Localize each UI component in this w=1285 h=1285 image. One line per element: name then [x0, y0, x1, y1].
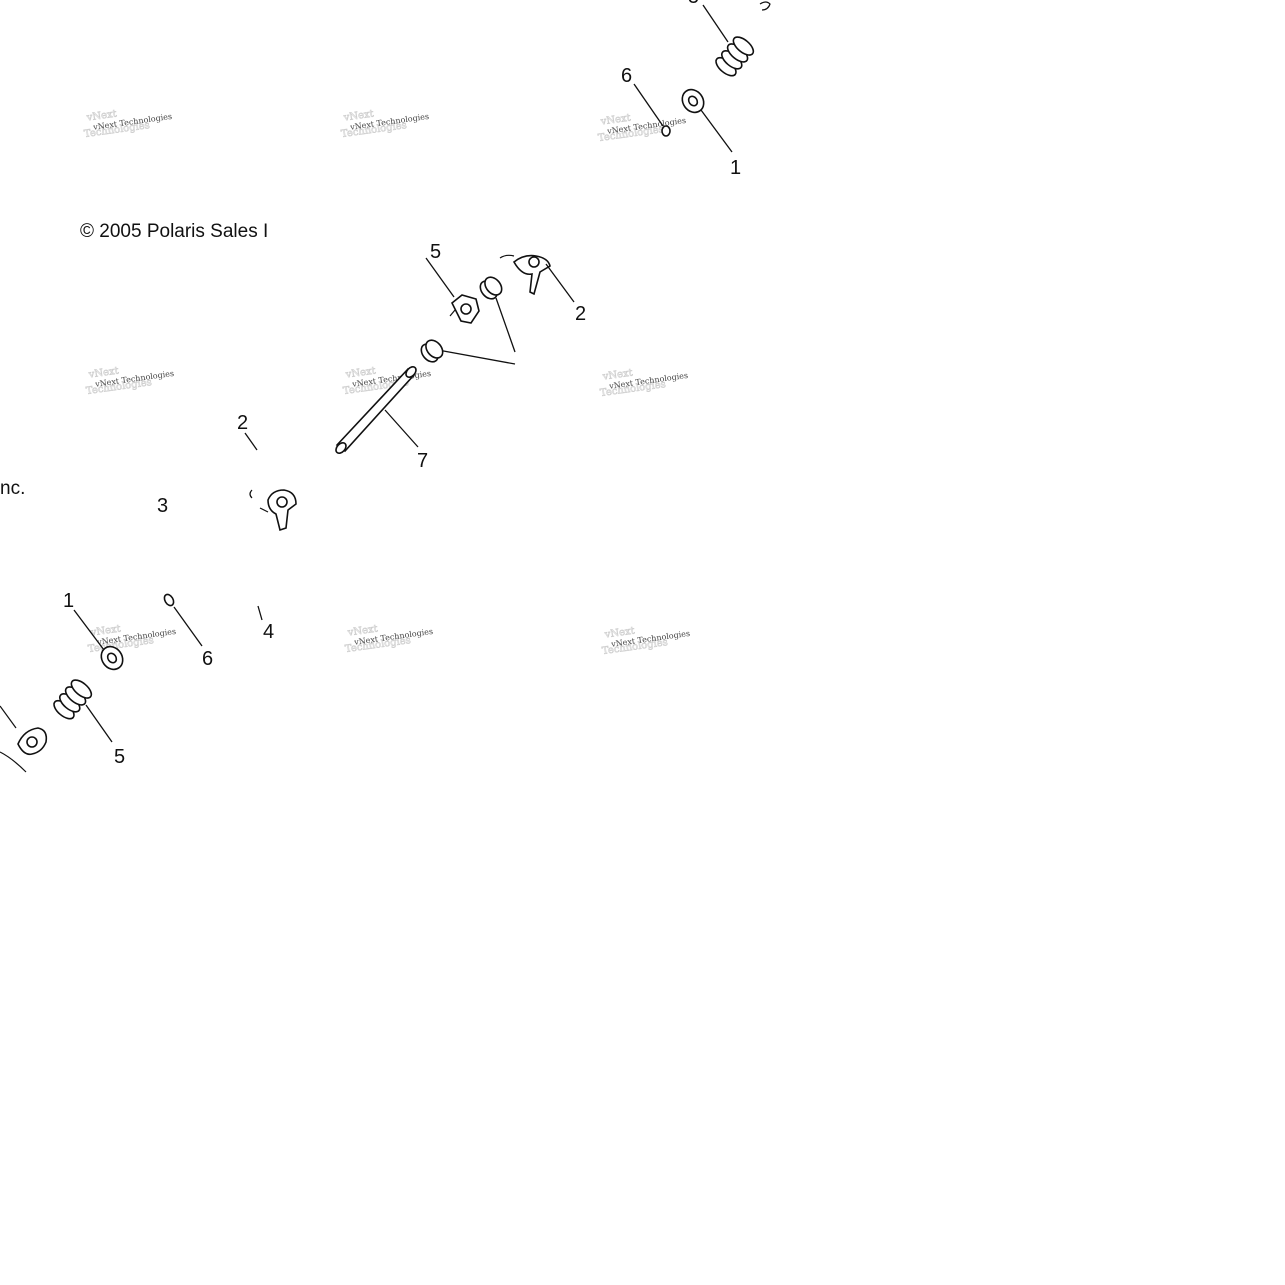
- watermark-bottom-left: vNext Technologies vNext Technologies: [87, 623, 176, 655]
- svg-text:vNext: vNext: [87, 366, 119, 381]
- leader-line: [244, 432, 258, 451]
- rocker-fragment-part: [759, 1, 771, 11]
- rocker-shaft-part: [335, 365, 417, 455]
- leader-line: [257, 605, 263, 621]
- svg-text:vNext: vNext: [603, 626, 635, 641]
- callout-5-top: 5: [688, 0, 699, 8]
- watermark-bottom-center: vNext Technologies vNext Technologies: [344, 623, 433, 655]
- watermark-middle-right: vNext Technologies vNext Technologies: [599, 367, 688, 399]
- leader-line: [437, 349, 516, 365]
- copyright-text-continued: nc.: [0, 478, 25, 499]
- watermark-middle-left: vNext Technologies vNext Technologies: [85, 365, 174, 397]
- rocker-bracket-part: [449, 294, 480, 324]
- svg-text:vNext: vNext: [344, 366, 376, 381]
- top-group: 5 1 6: [621, 0, 771, 179]
- watermark-top-right: vNext Technologies vNext Technologies: [597, 112, 686, 144]
- leader-line: [495, 297, 516, 353]
- watermark-bottom-right: vNext Technologies vNext Technologies: [601, 625, 690, 657]
- bottom-group: 1 6 5: [0, 590, 213, 773]
- leader-line: [425, 257, 455, 298]
- spring-coil-part: [479, 276, 503, 300]
- leader-line: [702, 4, 729, 43]
- leader-line: [173, 606, 203, 647]
- callout-1-top: 1: [730, 157, 741, 179]
- middle-group: 5 2: [157, 241, 586, 643]
- callout-1-lower: 1: [63, 590, 74, 612]
- callout-6-top: 6: [621, 65, 632, 87]
- leader-line: [700, 109, 733, 153]
- leader-line: [85, 704, 113, 743]
- rocker-arm-part: [499, 254, 551, 296]
- callout-6-lower: 6: [202, 648, 213, 670]
- callout-3-bracket: 3: [157, 495, 168, 517]
- callout-2-upper: 2: [575, 303, 586, 325]
- watermark-top-center: vNext Technologies vNext Technologies: [340, 108, 429, 140]
- svg-text:vNext: vNext: [346, 624, 378, 639]
- svg-text:vNext: vNext: [601, 368, 633, 383]
- svg-text:vNext: vNext: [85, 109, 117, 124]
- rocker-fragment-part: [0, 705, 48, 773]
- valve-spring-part: [53, 679, 93, 720]
- callout-4-clip: 4: [263, 621, 274, 643]
- leader-line: [384, 409, 419, 448]
- svg-text:vNext: vNext: [599, 113, 631, 128]
- leader-line: [545, 263, 575, 303]
- callout-7-shaft: 7: [417, 450, 428, 472]
- rocker-arm-part: [249, 489, 297, 532]
- svg-text:vNext: vNext: [89, 624, 121, 639]
- copyright-text: © 2005 Polaris Sales I: [80, 221, 268, 242]
- callout-2-lower: 2: [237, 412, 248, 434]
- valve-spring-part: [715, 36, 755, 77]
- callout-5-lower: 5: [114, 746, 125, 768]
- spring-coil-part: [420, 339, 444, 363]
- valve-keeper-part: [163, 593, 175, 607]
- spring-washer-part: [681, 88, 705, 114]
- watermark-top-left: vNext Technologies vNext Technologies: [83, 108, 172, 140]
- callout-5-upper: 5: [430, 241, 441, 263]
- leader-line: [633, 83, 664, 127]
- valve-keeper-part: [661, 125, 671, 137]
- leader-line: [73, 609, 105, 651]
- spring-washer-part: [100, 645, 124, 671]
- svg-text:vNext: vNext: [342, 109, 374, 124]
